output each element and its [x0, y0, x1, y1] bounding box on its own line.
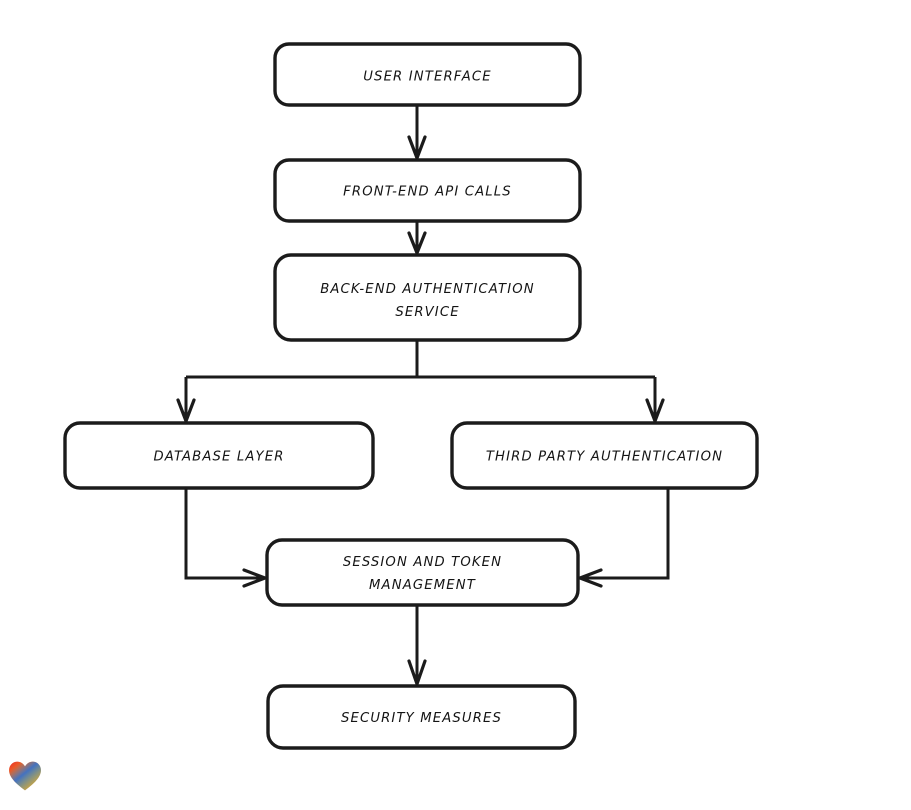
node-database-layer-label: DATABASE LAYER	[153, 450, 284, 465]
node-security-measures[interactable]: SECURITY MEASURES	[266, 684, 577, 750]
edge-backend-to-database	[176, 377, 196, 423]
edge-layer	[176, 105, 670, 686]
node-front-end-api-calls-shape	[273, 158, 582, 223]
edge-thirdparty-to-session	[578, 488, 670, 588]
node-front-end-api-calls[interactable]: FRONT-END API CALLS	[273, 158, 582, 223]
edge-api-to-backend	[407, 221, 427, 255]
node-user-interface-label: USER INTERFACE	[363, 70, 492, 85]
node-back-end-authentication-service-label-line1: BACK-END AUTHENTICATION	[320, 282, 535, 297]
edge-backend-split-bus	[186, 340, 655, 379]
node-third-party-authentication-label: THIRD PARTY AUTHENTICATION	[486, 450, 723, 465]
node-security-measures-label: SECURITY MEASURES	[341, 711, 502, 726]
edge-session-to-security	[407, 605, 427, 686]
node-database-layer[interactable]: DATABASE LAYER	[63, 421, 375, 490]
edge-backend-to-thirdparty	[645, 377, 665, 423]
node-user-interface-shape	[273, 42, 582, 107]
node-session-and-token-management-label-line1: SESSION AND TOKEN	[343, 555, 502, 570]
node-third-party-authentication-shape	[450, 421, 759, 490]
node-session-and-token-management[interactable]: SESSION AND TOKEN MANAGEMENT	[265, 538, 580, 607]
edge-ui-to-api	[407, 105, 427, 160]
node-session-and-token-management-shape	[265, 538, 580, 607]
node-user-interface[interactable]: USER INTERFACE	[273, 42, 582, 107]
node-session-and-token-management-label-line2: MANAGEMENT	[369, 578, 476, 593]
node-database-layer-shape	[63, 421, 375, 490]
node-back-end-authentication-service[interactable]: BACK-END AUTHENTICATION SERVICE	[273, 253, 582, 342]
node-security-measures-shape	[266, 684, 577, 750]
heart-icon	[9, 761, 41, 791]
node-front-end-api-calls-label: FRONT-END API CALLS	[343, 185, 512, 200]
heart-shape-overlay	[9, 761, 41, 791]
node-back-end-authentication-service-shape	[273, 253, 582, 342]
edge-database-to-session	[184, 488, 267, 588]
node-third-party-authentication[interactable]: THIRD PARTY AUTHENTICATION	[450, 421, 759, 490]
node-layer: USER INTERFACE FRONT-END API CALLS BACK-…	[63, 42, 759, 750]
node-back-end-authentication-service-label-line2: SERVICE	[395, 305, 459, 320]
